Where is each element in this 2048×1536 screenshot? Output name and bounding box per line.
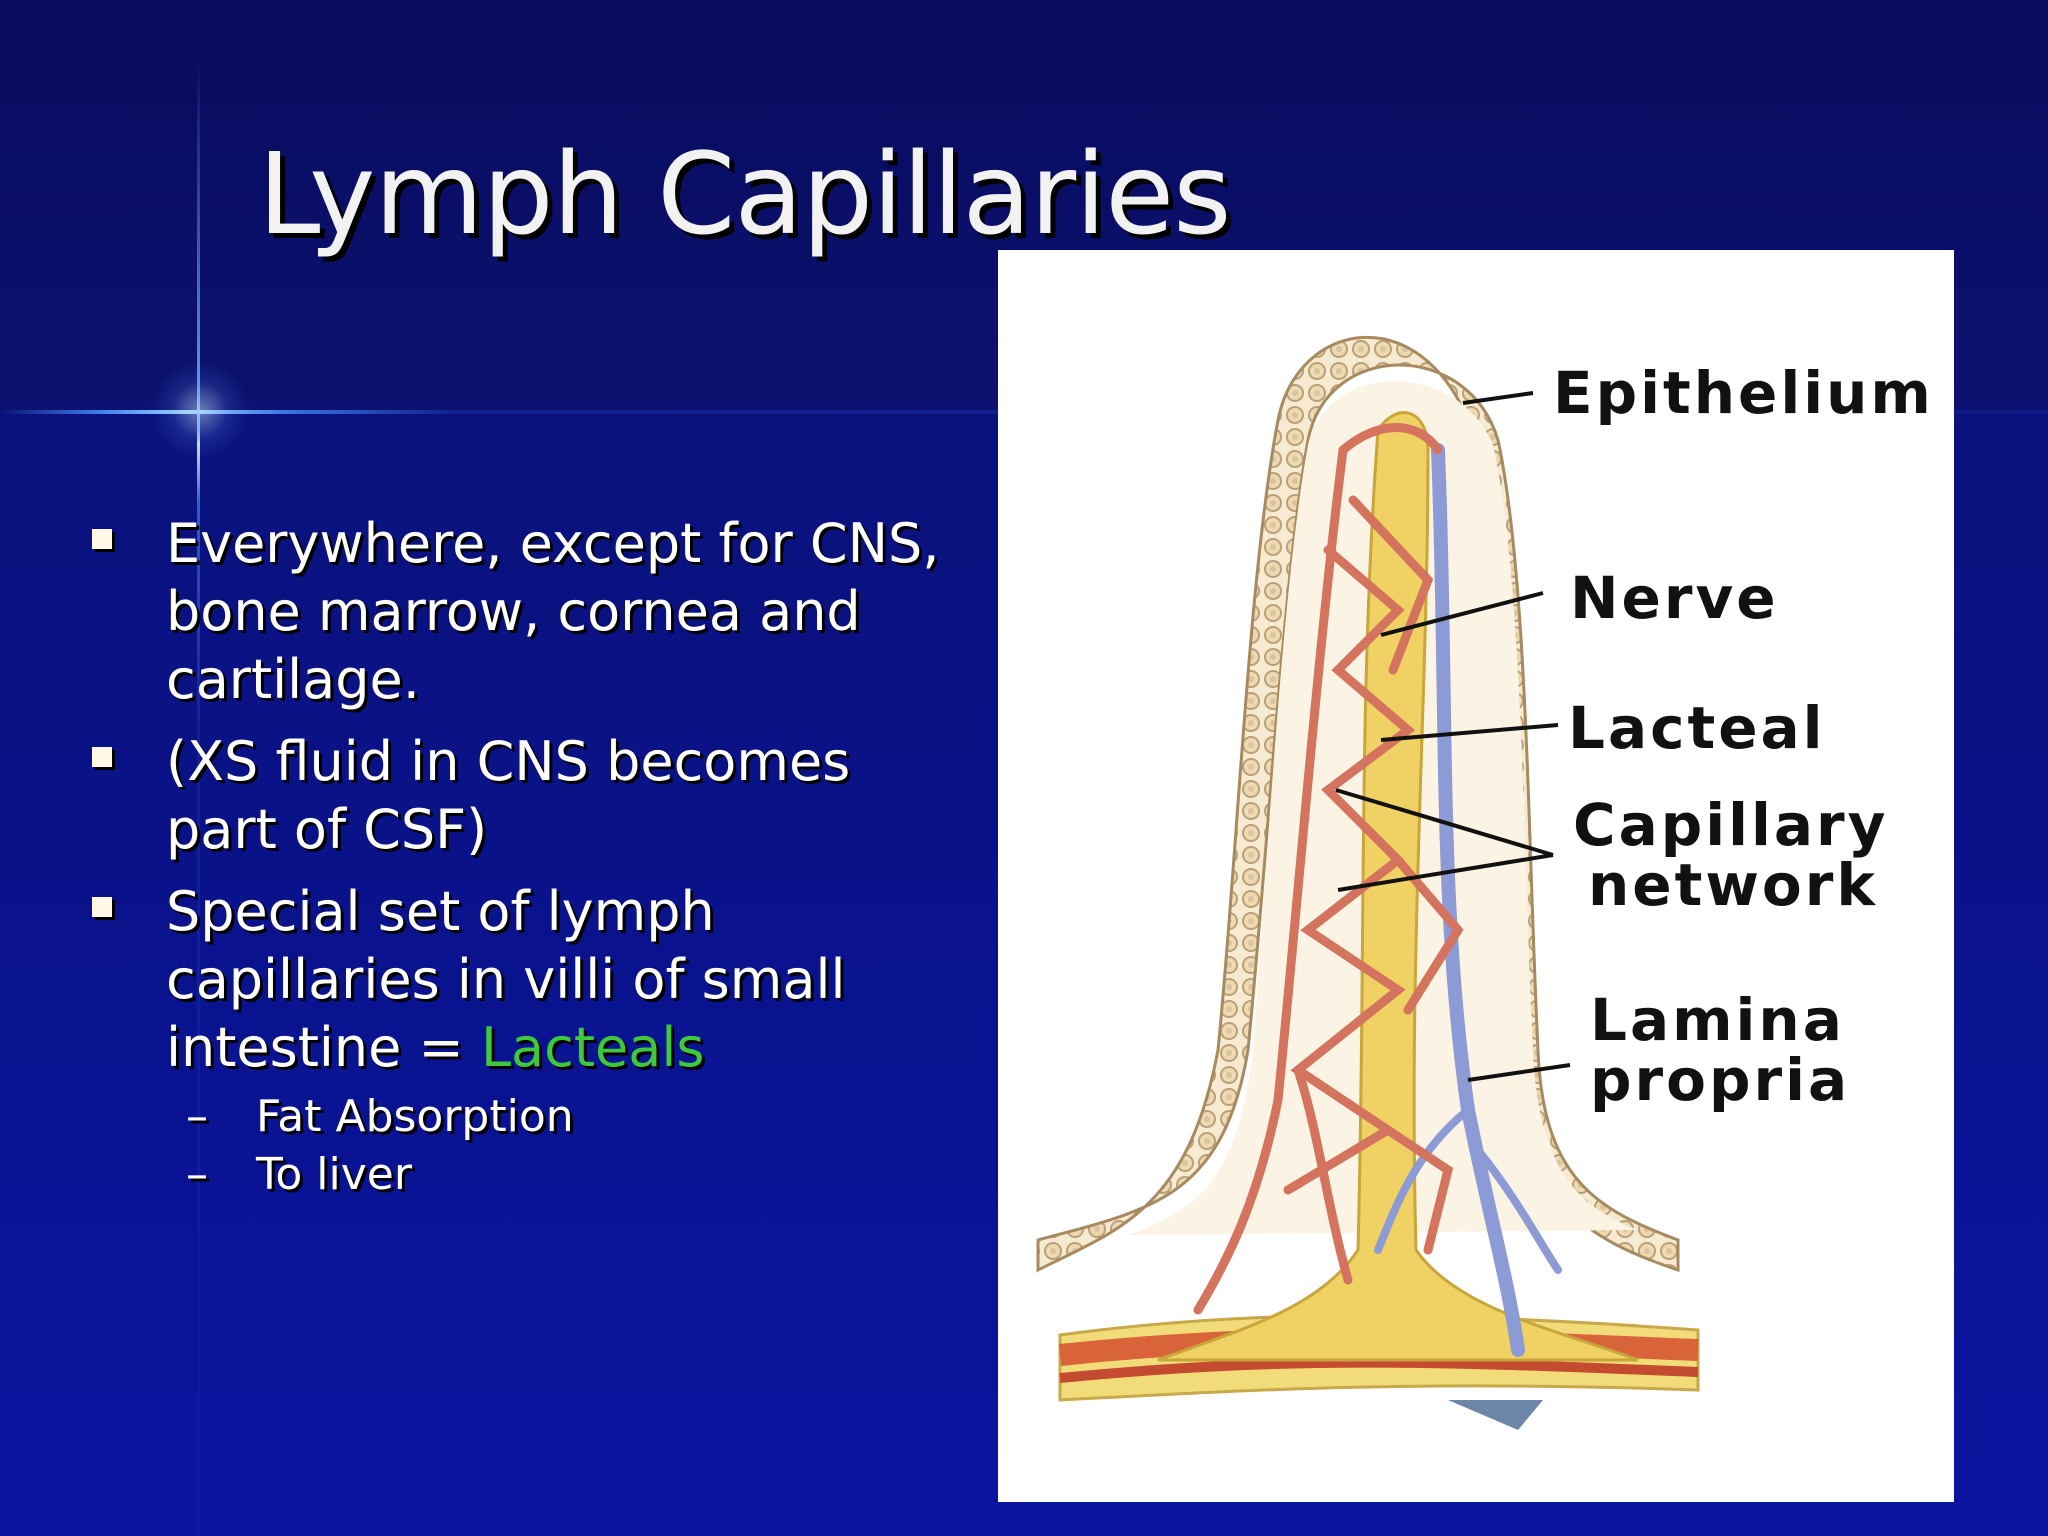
label-lamina-line1: Lamina [1590,986,1845,1054]
bullet-text: Special set of lymph capillaries in vill… [166,880,846,1079]
lacteals-highlight: Lacteals [480,1016,705,1079]
dash-marker: – [186,1149,208,1200]
label-capillary-line2: network [1588,851,1878,919]
label-lamina-line2: propria [1590,1046,1850,1114]
bullet-text: (XS fluid in CNS becomes part of CSF) [166,730,851,861]
dash-marker: – [186,1091,208,1142]
bullet-item: Everywhere, except for CNS, bone marrow,… [90,510,970,714]
villus-diagram: Epithelium Nerve Lacteal Capillary netwo… [998,250,1954,1502]
label-nerve: Nerve [1570,564,1779,632]
sub-bullet-item: –To liver [166,1146,970,1204]
decorative-glow [150,360,250,460]
label-lacteal: Lacteal [1568,694,1826,762]
sub-bullet-text: Fat Absorption [256,1091,574,1142]
bullet-item: Special set of lymph capillaries in vill… [90,878,970,1204]
label-capillary-line1: Capillary [1573,791,1888,859]
bullet-item: (XS fluid in CNS becomes part of CSF) [90,728,970,864]
capillary-network [1193,423,1464,1315]
decorative-vertical-line [197,60,200,1536]
sub-bullet-text: To liver [256,1149,412,1200]
slide-title: Lymph Capillaries [258,130,1232,260]
leader-lines [1335,391,1571,1082]
sub-bullet-item: –Fat Absorption [166,1088,970,1146]
label-epithelium: Epithelium [1553,359,1934,427]
bullet-text: Everywhere, except for CNS, bone marrow,… [166,512,940,711]
bullet-list: Everywhere, except for CNS, bone marrow,… [90,510,970,1218]
villus-illustration: Epithelium Nerve Lacteal Capillary netwo… [1036,335,1934,1430]
nerve-fiber [1374,443,1562,1357]
sub-bullet-list: –Fat Absorption –To liver [166,1088,970,1204]
